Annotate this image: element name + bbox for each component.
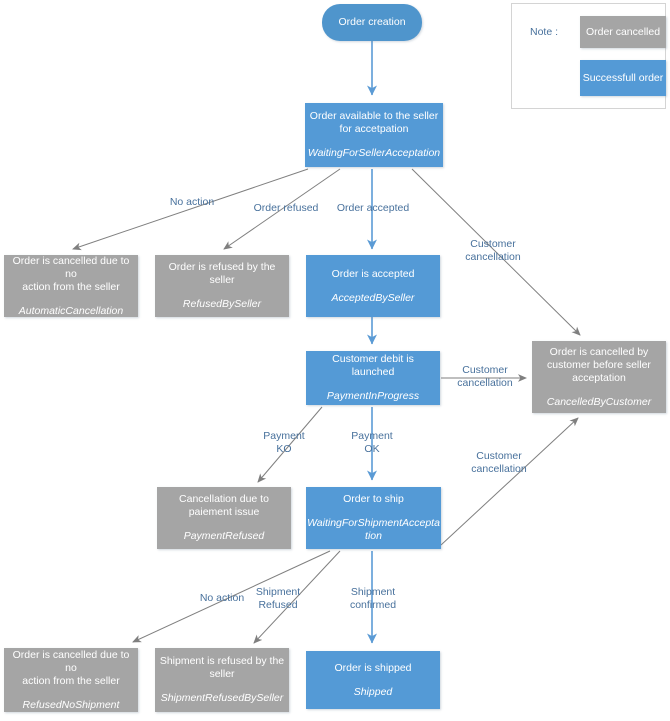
edge-label-customer-cancellation-seller: Customer cancellation xyxy=(465,238,521,263)
node-title: Cancellation due to paiement issue xyxy=(179,493,269,518)
node-automatic-cancellation[interactable]: Order is cancelled due to no action from… xyxy=(4,255,138,317)
node-refused-no-shipment[interactable]: Order is cancelled due to no action from… xyxy=(4,648,138,712)
edge-e10 xyxy=(440,417,579,546)
edge-label-shipment-confirmed: Shipment confirmed xyxy=(349,586,397,611)
node-title: Order to ship xyxy=(343,493,404,505)
node-accepted-by-seller[interactable]: Order is accepted AcceptedBySeller xyxy=(306,255,440,317)
node-state: Shipped xyxy=(353,685,393,698)
edge-label-customer-cancellation-shipment: Customer cancellation xyxy=(471,450,527,475)
node-order-creation[interactable]: Order creation xyxy=(322,4,422,41)
node-title: Order is cancelled due to no action from… xyxy=(12,648,130,687)
legend-swatch-order-cancelled: Order cancelled xyxy=(580,16,666,48)
node-shipment-refused-by-seller[interactable]: Shipment is refused by the seller Shipme… xyxy=(155,648,289,712)
node-payment-refused[interactable]: Cancellation due to paiement issue Payme… xyxy=(157,487,291,549)
node-state: RefusedBySeller xyxy=(182,298,262,310)
node-state: AutomaticCancellation xyxy=(18,304,124,317)
edge-label-no-action-seller: No action xyxy=(169,196,215,208)
node-title: Order is shipped xyxy=(334,661,412,674)
edge-label-order-refused: Order refused xyxy=(253,202,319,214)
node-title: Shipment is refused by the seller xyxy=(159,655,285,680)
edge-label-shipment-refused: Shipment Refused xyxy=(255,586,301,611)
node-title: Order is cancelled by customer before se… xyxy=(547,345,651,384)
node-title: Order is cancelled due to no action from… xyxy=(12,254,130,293)
node-state: PaymentInProgress xyxy=(326,390,420,402)
legend-note-label: Note : xyxy=(530,26,559,38)
legend-swatch-successfull-order: Successfull order xyxy=(580,60,666,96)
node-waiting-for-shipment-acceptation[interactable]: Order to ship WaitingForShipmentAccepta … xyxy=(306,487,441,549)
node-state: WaitingForShipmentAccepta tion xyxy=(307,517,440,542)
edge-label-payment-ko: Payment KO xyxy=(263,430,305,455)
node-state: WaitingForSellerAcceptation xyxy=(307,147,441,159)
node-refused-by-seller[interactable]: Order is refused by the seller RefusedBy… xyxy=(155,255,289,317)
legend-swatch-label: Order cancelled xyxy=(585,26,661,38)
node-state: RefusedNoShipment xyxy=(22,698,120,711)
node-cancelled-by-customer[interactable]: Order is cancelled by customer before se… xyxy=(532,341,666,413)
node-waiting-for-seller-acceptation[interactable]: Order available to the seller for accetp… xyxy=(305,103,443,167)
node-title: Order is accepted xyxy=(331,267,415,280)
node-state: ShipmentRefusedBySeller xyxy=(160,692,284,704)
legend-swatch-label: Successfull order xyxy=(582,72,664,84)
node-payment-in-progress[interactable]: Customer debit is launched PaymentInProg… xyxy=(306,351,440,405)
node-title: Order creation xyxy=(338,16,406,28)
node-title: Order is refused by the seller xyxy=(168,261,276,286)
node-shipped[interactable]: Order is shipped Shipped xyxy=(306,651,440,709)
edge-label-customer-cancellation-payment: Customer cancellation xyxy=(457,364,513,389)
edge-label-order-accepted: Order accepted xyxy=(336,202,410,214)
node-state: PaymentRefused xyxy=(183,530,265,542)
edge-label-payment-ok: Payment OK xyxy=(351,430,393,455)
node-title: Customer debit is launched xyxy=(332,353,414,378)
node-state: AcceptedBySeller xyxy=(331,291,415,304)
node-state: CancelledByCustomer xyxy=(546,395,652,408)
legend-panel: Note : Order cancelled Successfull order xyxy=(511,3,666,109)
node-title: Order available to the seller for accetp… xyxy=(309,110,439,135)
